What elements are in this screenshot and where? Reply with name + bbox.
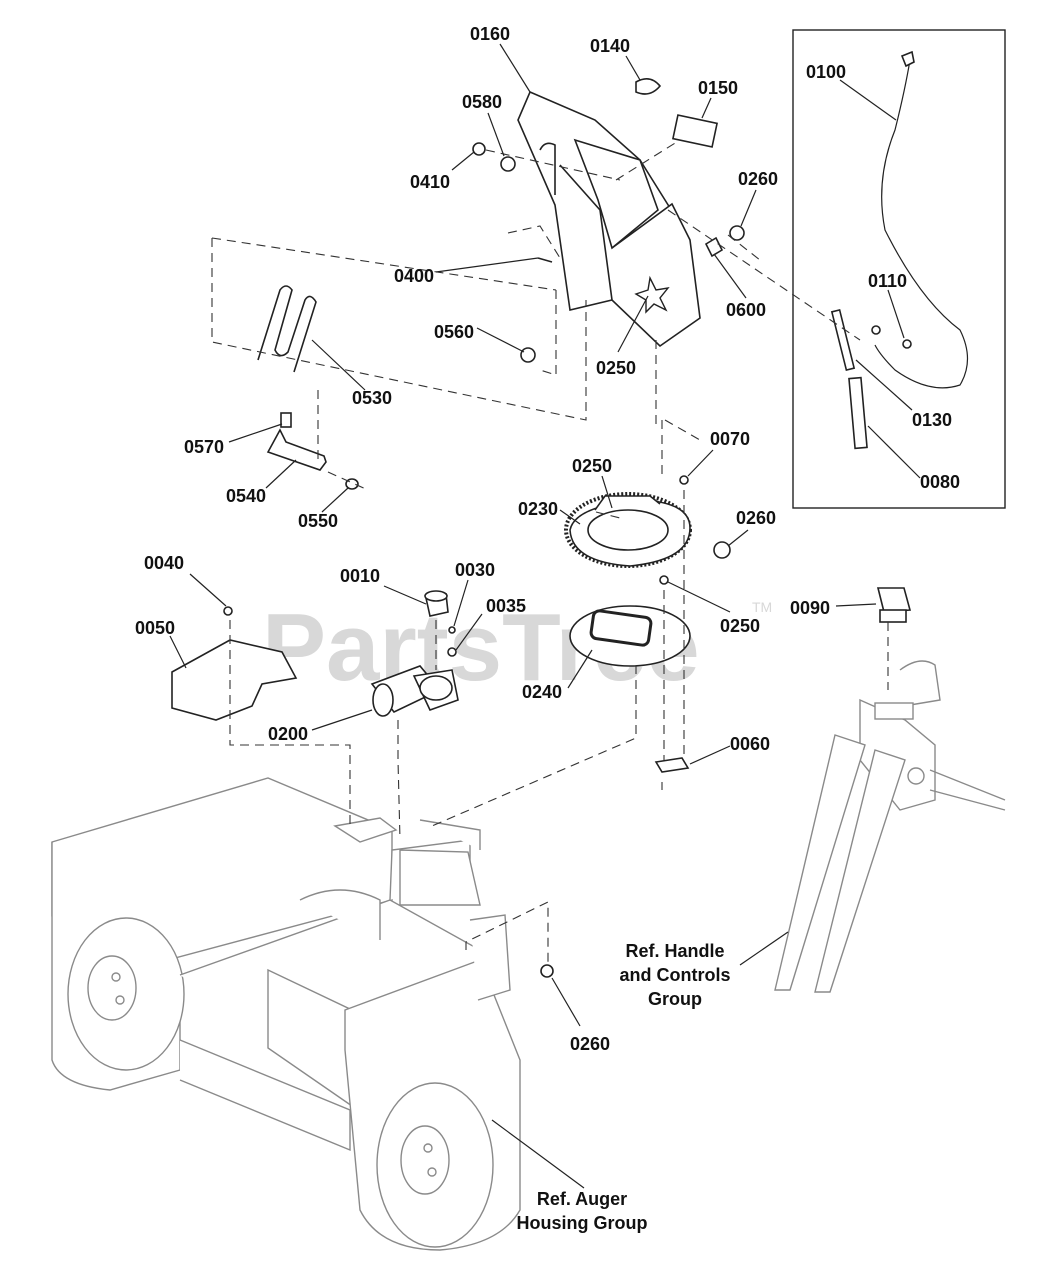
motor-0200: [370, 665, 459, 717]
assembly-lines: [211, 139, 889, 965]
callout-0550: 0550: [298, 511, 338, 531]
gear-0010: [424, 590, 449, 617]
ref-handle-line1: Ref. Handle: [625, 941, 724, 961]
handle-reference: [774, 660, 1006, 993]
callout-0150: 0150: [698, 78, 738, 98]
nut-0560: [520, 347, 536, 363]
nut-0260-bottom: [540, 964, 554, 978]
callout-0035: 0035: [486, 596, 526, 616]
callout-0060: 0060: [730, 734, 770, 754]
watermark-tm: TM: [752, 599, 772, 615]
ref-auger-line1: Ref. Auger: [537, 1189, 627, 1209]
screw-0030: [448, 626, 456, 634]
mounting-plate-0240: [569, 605, 691, 667]
callout-0010: 0010: [340, 566, 380, 586]
gear-ring-0230: [564, 492, 692, 568]
cable-end-0100: [900, 50, 915, 68]
nut-0110: [902, 339, 912, 349]
callout-0090: 0090: [790, 598, 830, 618]
spring-0530: [257, 285, 317, 373]
callout-0250-c: 0250: [720, 616, 760, 636]
callout-0580: 0580: [462, 92, 502, 112]
callout-0050: 0050: [135, 618, 175, 638]
ref-handle-line2: and Controls: [620, 965, 731, 985]
washer-0580: [500, 156, 516, 172]
callout-0110: 0110: [868, 271, 907, 291]
nut-0410: [472, 142, 486, 156]
nut-0260-top: [729, 225, 745, 241]
auger-housing-reference: [51, 777, 521, 1251]
washer-0035: [447, 647, 457, 657]
callout-0530: 0530: [352, 388, 392, 408]
callout-0250-a: 0250: [596, 358, 636, 378]
switch-0090: [876, 587, 912, 613]
ref-auger-line2: Housing Group: [517, 1213, 648, 1233]
rod-0130: [830, 308, 856, 372]
callout-0080: 0080: [920, 472, 960, 492]
callout-labels: 0160 0140 0150 0580 0410 0260 0100 0400 …: [135, 24, 960, 1054]
label-0150: [671, 114, 719, 148]
bracket-0600: [704, 236, 724, 258]
switch-0090-base: [879, 609, 907, 623]
kit-box: [792, 29, 1006, 509]
leader-lines: [169, 43, 921, 1189]
motor-cover-0050: [171, 639, 298, 721]
callout-0260-a: 0260: [738, 169, 778, 189]
callout-0570: 0570: [184, 437, 224, 457]
callout-0540: 0540: [226, 486, 266, 506]
callout-0200: 0200: [268, 724, 308, 744]
callout-0100: 0100: [806, 62, 846, 82]
tube-0080: [848, 376, 868, 450]
bolt-0570: [280, 412, 292, 428]
cable-0100: [874, 59, 969, 389]
callout-0070: 0070: [710, 429, 750, 449]
bracket-0540: [266, 428, 327, 471]
callout-0260-c: 0260: [570, 1034, 610, 1054]
callout-0160: 0160: [470, 24, 510, 44]
bolt-0250-lower: [659, 575, 669, 585]
chute-deflector-decal: [634, 275, 670, 314]
nut-0260-mid: [713, 541, 731, 559]
callout-0260-b: 0260: [736, 508, 776, 528]
screw-0040: [223, 606, 233, 616]
callout-0410: 0410: [410, 172, 450, 192]
callout-0130: 0130: [912, 410, 952, 430]
clip-0110: [871, 325, 881, 335]
callout-0030: 0030: [455, 560, 495, 580]
ref-handle-line3: Group: [648, 989, 702, 1009]
callout-0140: 0140: [590, 36, 630, 56]
callout-0400: 0400: [394, 266, 434, 286]
callout-0560: 0560: [434, 322, 474, 342]
callout-0250-b: 0250: [572, 456, 612, 476]
reference-labels: Ref. Handle and Controls Group Ref. Auge…: [517, 941, 731, 1233]
clip-0140: [635, 78, 662, 95]
bolt-0070: [679, 475, 689, 485]
callout-0040: 0040: [144, 553, 184, 573]
bolt-0400: [537, 257, 553, 263]
callout-0240: 0240: [522, 682, 562, 702]
discharge-chute: [517, 90, 701, 348]
callout-0600: 0600: [726, 300, 766, 320]
bumper-0060: [654, 757, 690, 773]
callout-0230: 0230: [518, 499, 558, 519]
